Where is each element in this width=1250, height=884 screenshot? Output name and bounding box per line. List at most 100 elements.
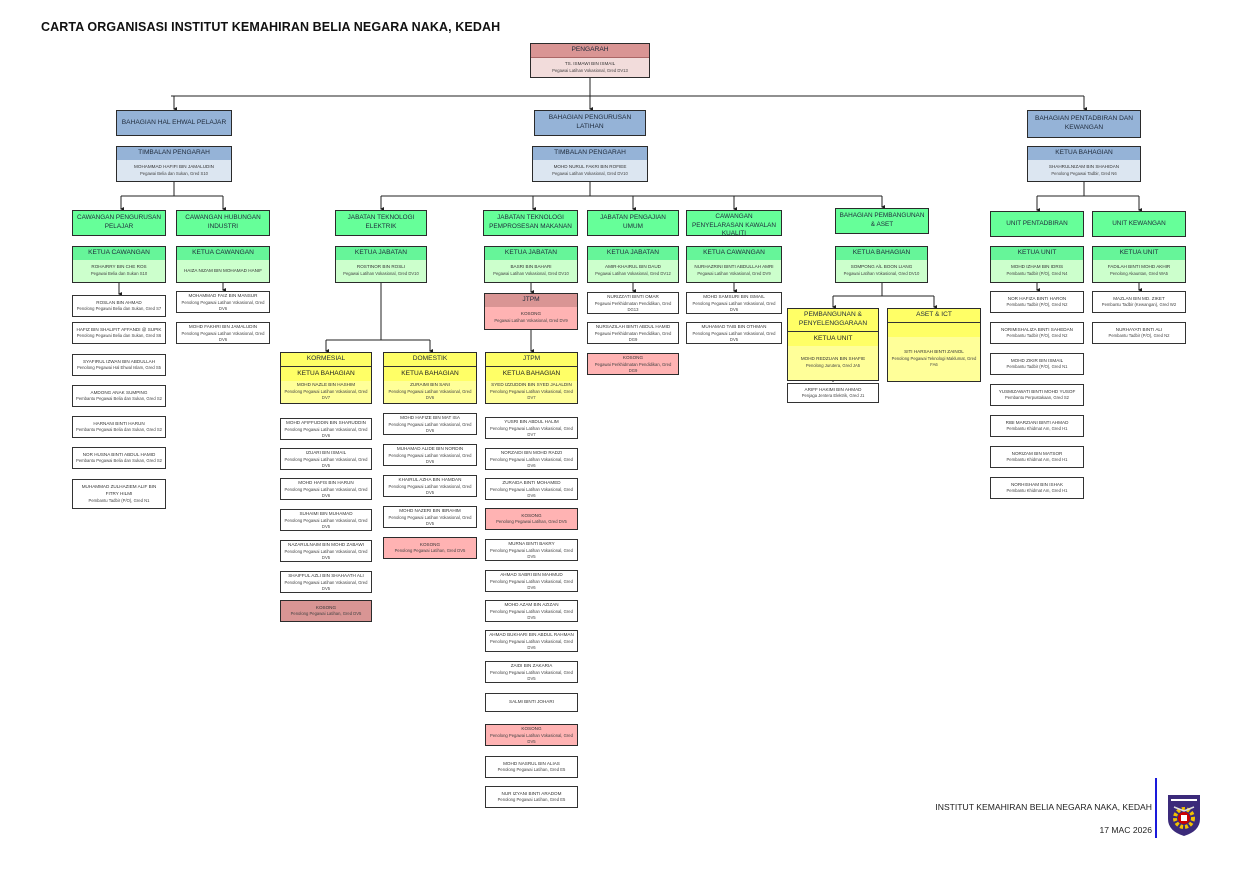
person-name: KOSONG <box>521 726 542 731</box>
box-title: JTPM <box>486 353 577 367</box>
org-box-c-pkk: CAWANGAN PENYELARASAN KAWALAN KUALITI <box>686 210 782 236</box>
person-position: Pegawai Perkhidmatan Pendidikan, Gred DG… <box>594 330 672 342</box>
person-name: KHAIRUL AZHA BIN HAMDAN <box>398 477 462 482</box>
person-position: Penolong Pegawai Latihan Vokasional, Gre… <box>490 388 573 401</box>
box-title: DOMESTIK <box>384 353 476 367</box>
box-title: KETUA CAWANGAN <box>687 247 781 260</box>
person-position: Pembantu Khidmat Am, Gred H1 <box>1006 457 1068 463</box>
org-box-j-te: JABATAN TEKNOLOGI ELEKTRIK <box>335 210 427 236</box>
box-title: KETUA UNIT <box>991 247 1083 260</box>
person-position: Pegawai Perkhidmatan Pendidikan, Gred DG… <box>594 361 672 373</box>
footer-divider <box>1155 778 1157 838</box>
box-title: KETUA JABATAN <box>588 247 678 260</box>
person-name: ROHAIRRY BIN CHE ROS <box>91 264 147 270</box>
person-name: NORZAIDI BIN MOHD RADZI <box>500 450 563 455</box>
person-position: Pembantu Tadbir (P/O), Gred N4 <box>1006 271 1068 277</box>
person-name: SOMPONG A/L BOON LIANG <box>850 264 913 270</box>
org-box-u-pt: UNIT PENTADBIRAN <box>990 211 1084 237</box>
person-name: MUHAMMAD ZULHAZIEM ALIF BIN FITRY HILMI <box>81 484 157 496</box>
person-position: Penolong Pegawai Latihan Vokasional, Gre… <box>284 548 368 560</box>
person-position: Penolong Jurutera, Gred JA5 <box>805 363 861 369</box>
person-position: Penolong Pegawai Latihan Vokasional, Gre… <box>284 486 368 498</box>
person-position: Pembantu Tadbir (P/O), Gred N2 <box>1006 302 1068 308</box>
person-position: Penolong Pegawai Latihan Vokasional, Gre… <box>284 517 368 529</box>
person-position: Pembantu Tadbir (P/O), Gred N1 <box>1006 364 1068 370</box>
person-position: Penolong Pegawai Belia dan Sukan, Gred S… <box>76 306 162 312</box>
person-name: TS. ISMAWI BIN ISMAIL <box>564 60 616 66</box>
person-name: HAIZA NIZAM BIN MOHAMAD HANIF <box>183 267 263 273</box>
org-box-b-pa: BAHAGIAN PEMBANGUNAN & ASET <box>835 208 929 234</box>
person-name: BASRI BIN BAHARI <box>510 264 552 270</box>
person-position: Pegawai Belia dan Sukan S10 <box>90 271 148 277</box>
person-position: Pembantu Khidmat Am, Gred H1 <box>1006 488 1068 494</box>
person-name: AMIR-KHAIRUL BIN DAUD <box>605 264 661 270</box>
person-name: MOHD FAKHRI BIN JAMALUDIN <box>188 324 258 329</box>
person-position: Penolong Pegawai Teknologi Maklumat, Gre… <box>891 355 977 368</box>
person-position: Penolong Pegawai Latihan, Gred E5 <box>497 797 566 803</box>
person-position: Penolong Pegawai Latihan Vokasional, Gre… <box>388 483 472 495</box>
person-position: Pembantu Pegawai Belia dan Sukan, Gred S… <box>76 396 162 402</box>
box-title: KETUA UNIT <box>1093 247 1185 260</box>
person-position: Penolong Pegawai Latihan Vokasional, Gre… <box>490 669 573 681</box>
person-name: NUR IZYANI BINTI ARADOM <box>501 790 562 796</box>
box-title: BAHAGIAN HAL EHWAL PELAJAR <box>121 118 227 126</box>
person-position: Penolong Pegawai Belia dan Sukan, Gred S… <box>76 333 162 339</box>
person-position: Penolong Pegawai Latihan Vokasional, Gre… <box>388 388 472 401</box>
footer-date: 17 MAC 2026 <box>1099 825 1152 835</box>
person-position: Penolong Pegawai Latihan Vokasional, Gre… <box>284 456 368 468</box>
box-subtitle <box>888 322 980 337</box>
box-title: TIMBALAN PENGARAH <box>117 147 231 160</box>
box-subtitle: KETUA BAHAGIAN <box>384 366 476 381</box>
person-position: Penolong Pegawai Latihan Vokasional, Gre… <box>490 732 573 744</box>
person-name: ZURAIMI BIN SANI <box>410 382 450 388</box>
person-position: Pembantu Pegawai Belia dan Sukan, Gred S… <box>76 427 162 433</box>
person-position: Pegawai Latihan Vokasional, Gred DV13 <box>552 67 628 73</box>
person-name: SALMI BINTI JOHARI <box>509 699 554 705</box>
person-name: KOSONG <box>419 541 441 547</box>
person-position: Penolong Pegawai Latihan Vokasional, Gre… <box>490 425 573 437</box>
box-title: PENGARAH <box>531 44 649 58</box>
org-box-t10: SALMI BINTI JOHARI <box>485 693 578 712</box>
person-name: MOHD AZAM BIN AZIZAN <box>504 602 559 607</box>
